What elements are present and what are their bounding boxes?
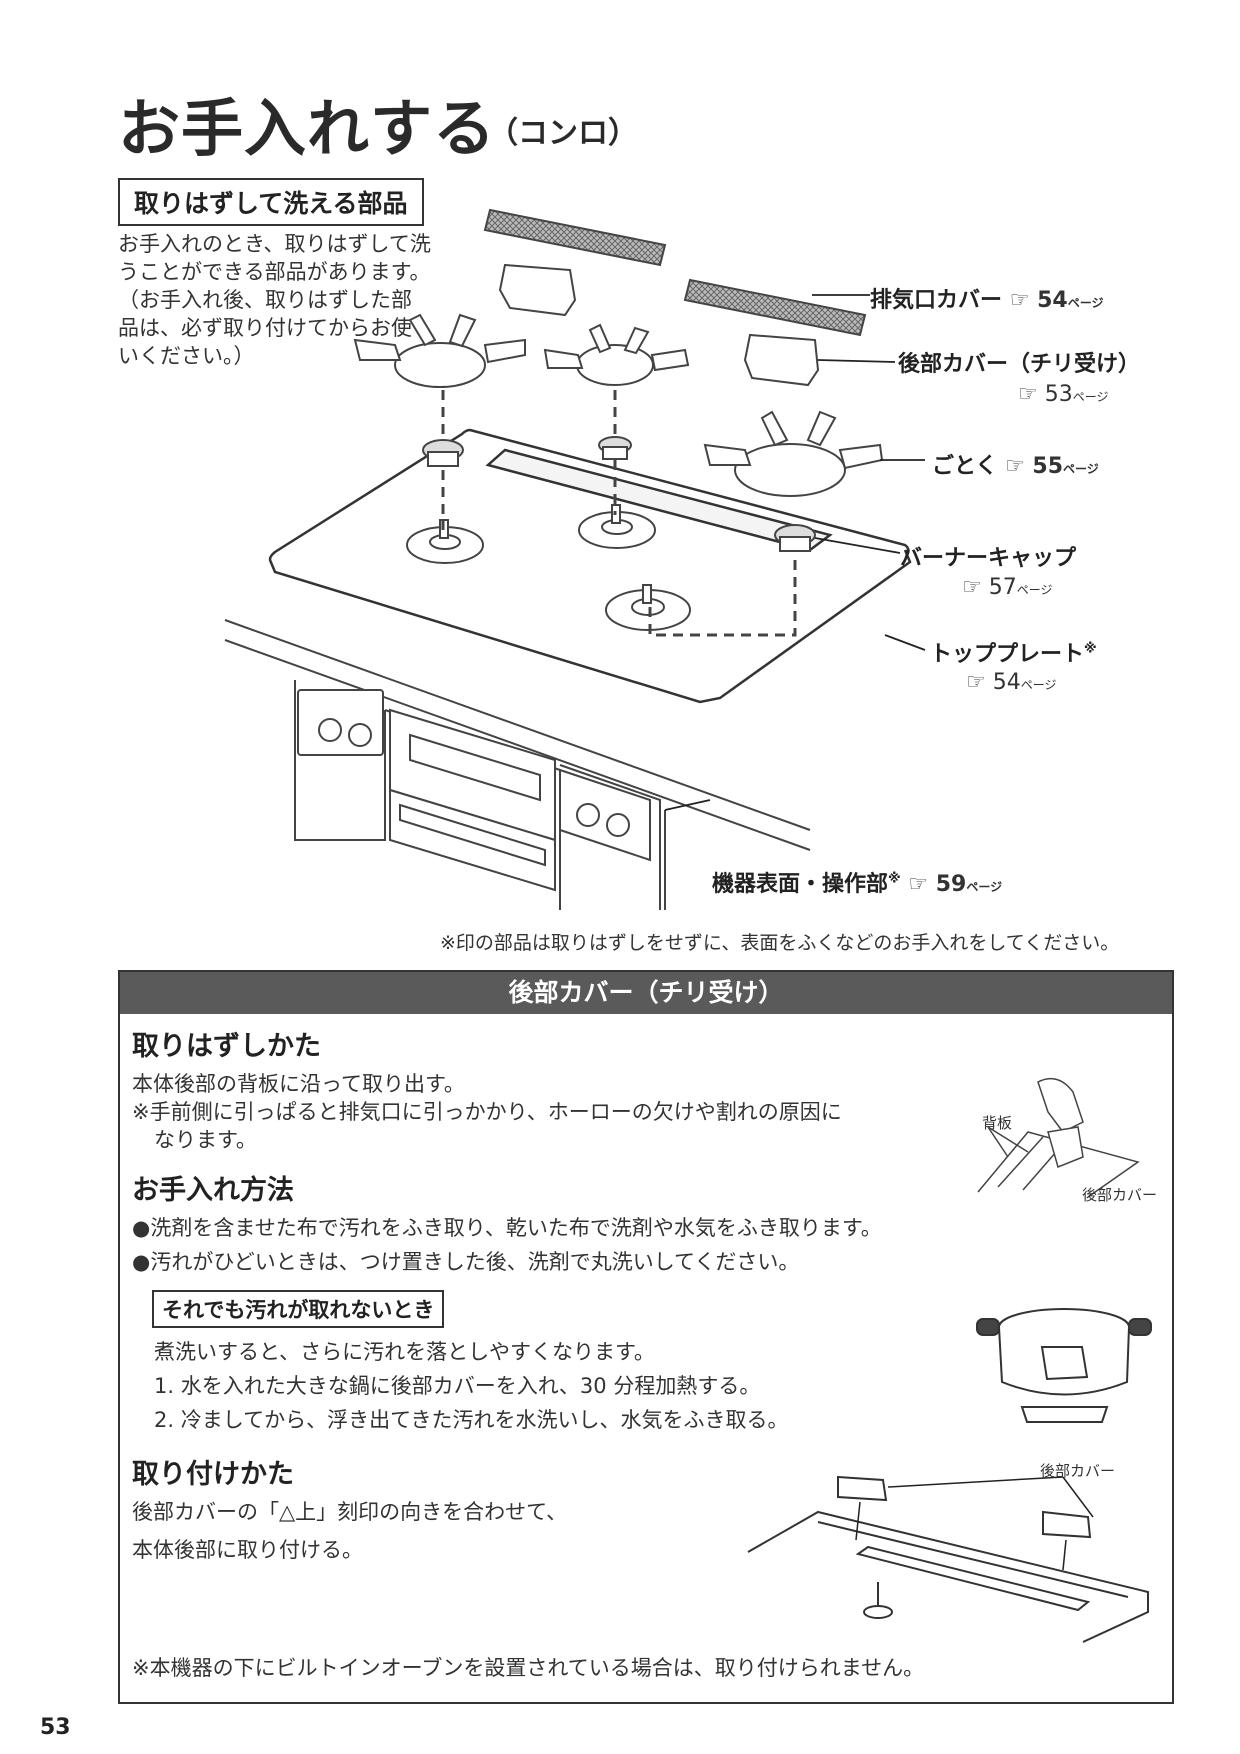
remove-figure (977, 1077, 1140, 1198)
pointing-hand-icon: ☞ (962, 575, 982, 600)
page-ref[interactable]: ☞ 55ページ (1005, 454, 1099, 479)
callout-name: バーナーキャップ (900, 546, 1077, 571)
leader-lines (664, 294, 926, 811)
page-ref-suffix: ページ (1016, 583, 1053, 597)
stubborn-label: それでも汚れが取れないとき (152, 1290, 445, 1328)
page-ref-suffix: ページ (1067, 296, 1104, 310)
stubborn-step: 2. 冷ましてから、浮き出てきた汚れを水洗いし、水気をふき取る。 (154, 1408, 789, 1432)
callout-name: ごとく (932, 454, 998, 479)
callout-name: 排気口カバー (870, 288, 1003, 313)
callout-rear-cover: 後部カバー（チリ受け） (898, 346, 1140, 378)
page-ref-suffix: ページ (1072, 390, 1109, 404)
pointing-hand-icon: ☞ (1005, 454, 1025, 479)
page-number: 53 (40, 1715, 71, 1740)
callout-burner-cap: バーナーキャップ (900, 540, 1076, 572)
callout-panel: 機器表面・操作部※ ☞ 59ページ (712, 866, 1002, 898)
remove-note: ※手前側に引っぱると排気口に引っかかり、ホーローの欠けや割れの原因に (132, 1100, 842, 1124)
attach-figure (747, 1475, 1149, 1643)
callout-top-plate: トッププレート※ (930, 636, 1097, 668)
page-ref-suffix: ページ (1020, 678, 1057, 692)
rear-covers (498, 263, 820, 387)
callout-name: トッププレート (930, 642, 1085, 667)
intro-line: 品は、必ず取り付けてからお使 (118, 316, 412, 340)
attach-line: 本体後部に取り付ける。 (132, 1538, 363, 1562)
intro-line: うことができる部品があります。 (118, 260, 431, 284)
page-ref[interactable]: ☞ 59ページ (908, 872, 1002, 897)
remove-note-cont: なります。 (154, 1128, 257, 1152)
pointing-hand-icon: ☞ (966, 670, 986, 695)
callout-name: 機器表面・操作部 (712, 872, 889, 897)
section-header: 後部カバー（チリ受け） (120, 972, 1172, 1014)
care-bullet: ●洗剤を含ませた布で汚れをふき取り、乾いた布で洗剤や水気をふき取ります。 (132, 1216, 882, 1240)
page-ref[interactable]: ☞ 57ページ (962, 575, 1053, 600)
callout-trivet: ごとく ☞ 55ページ (932, 448, 1099, 480)
grill-drawer (389, 708, 556, 892)
care-bullet: ●汚れがひどいときは、つけ置きした後、洗剤で丸洗いしてください。 (132, 1250, 800, 1274)
page-ref-number: 55 (1032, 454, 1064, 479)
top-plate (268, 428, 912, 704)
page-title: お手入れする (118, 92, 497, 165)
exhaust-covers (483, 208, 867, 337)
burner-caps (422, 436, 816, 552)
heading-remove: 取りはずしかた (132, 1031, 321, 1062)
pointing-hand-icon: ☞ (1018, 382, 1038, 407)
page-ref[interactable]: ☞ 54ページ (1010, 288, 1104, 313)
page-ref-number: 53 (1044, 382, 1073, 407)
stubborn-step: 1. 水を入れた大きな鍋に後部カバーを入れ、30 分程加熱する。 (154, 1374, 761, 1398)
rear-cover-section: 後部カバー（チリ受け） 取りはずしかた 本体後部の背板に沿って取り出す。 ※手前… (118, 970, 1174, 1704)
stubborn-intro: 煮洗いすると、さらに汚れを落としやすくなります。 (154, 1340, 655, 1364)
pointing-hand-icon: ☞ (908, 872, 929, 897)
page-ref-suffix: ページ (966, 880, 1003, 894)
heading-care: お手入れ方法 (132, 1175, 294, 1206)
removable-intro: お手入れのとき、取りはずして洗 うことができる部品があります。 （お手入れ後、取… (118, 230, 463, 370)
counter-lines (224, 619, 811, 910)
intro-line: お手入れのとき、取りはずして洗 (118, 232, 431, 256)
burner-rings (406, 504, 691, 631)
page-ref-number: 59 (935, 872, 967, 897)
callout-exhaust-cover: 排気口カバー ☞ 54ページ (870, 282, 1103, 314)
page-title-sub: （コンロ） (488, 116, 638, 151)
note-mark: ※ (888, 871, 901, 887)
assembly-guides (441, 390, 797, 637)
figure-label-back-plate: 背板 (982, 1114, 1013, 1132)
figure-label-rear-cover: 後部カバー (1082, 1186, 1158, 1204)
control-panel-right (559, 768, 651, 862)
pot-figure (976, 1308, 1152, 1423)
pointing-hand-icon: ☞ (1009, 288, 1030, 313)
remove-line: 本体後部の背板に沿って取り出す。 (132, 1072, 465, 1096)
figure-label-rear-cover: 後部カバー (1040, 1462, 1116, 1480)
section-note: ※本機器の下にビルトインオーブンを設置されている場合は、取り付けられません。 (132, 1656, 925, 1680)
page-ref-number: 54 (1037, 288, 1068, 313)
note-non-removable: ※印の部品は取りはずしをせずに、表面をふくなどのお手入れをしてください。 (440, 932, 1120, 954)
callout-name: 後部カバー（チリ受け） (898, 352, 1141, 377)
intro-line: （お手入れ後、取りはずした部 (118, 288, 412, 312)
control-panel-left (297, 689, 384, 756)
intro-line: いください。） (118, 344, 255, 368)
attach-line: 後部カバーの「△上」刻印の向きを合わせて、 (132, 1500, 568, 1524)
page-ref-suffix: ページ (1063, 462, 1099, 476)
heading-attach: 取り付けかた (132, 1459, 294, 1490)
page-ref[interactable]: ☞ 53ページ (1018, 382, 1109, 407)
page-ref-number: 54 (992, 670, 1021, 695)
cooktop-illustration (224, 208, 926, 910)
trivets (353, 313, 884, 497)
page-ref-number: 57 (988, 575, 1017, 600)
page-ref[interactable]: ☞ 54ページ (966, 670, 1057, 695)
removable-parts-label: 取りはずして洗える部品 (118, 178, 424, 226)
note-mark: ※ (1084, 641, 1097, 657)
